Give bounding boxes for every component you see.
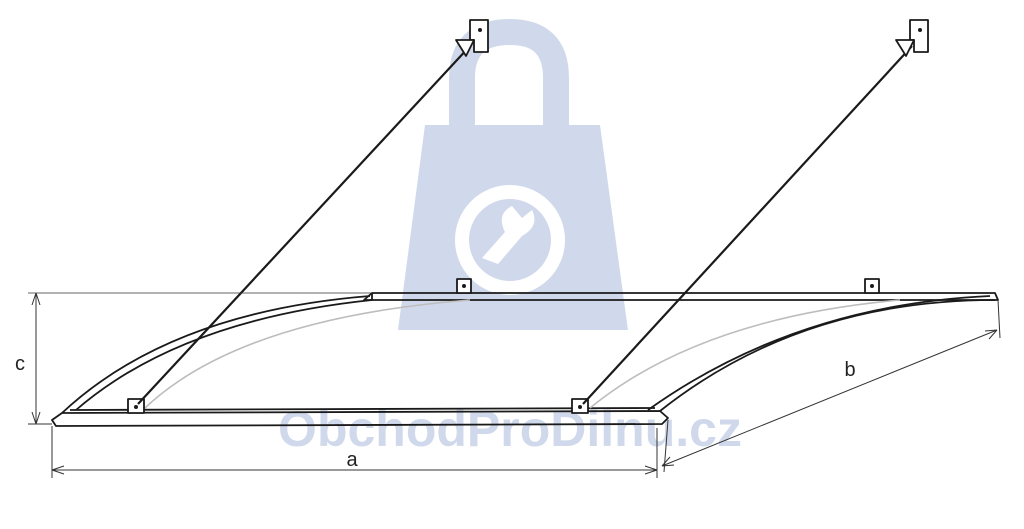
right-arch-outer [659,299,996,412]
wall-bracket-left [455,19,489,57]
right-arch-inner [647,295,991,411]
wall-bracket-right [895,19,929,57]
left-arch-inner [75,299,373,411]
dimension-line-b [661,329,998,467]
canopy [51,19,999,427]
rail-tab-left [456,278,472,294]
tension-rod-right [582,45,913,405]
watermark-text: ObchodProDilnu.cz [278,401,742,457]
glass-right [589,299,901,409]
dimensions [28,292,1001,478]
shopping-bag-wrench-icon [398,18,628,330]
dimension-label-b: b [844,359,855,381]
left-arch-outer [61,295,371,414]
dimension-label-a: a [346,449,358,471]
glass-left [144,299,471,409]
rail-tab-right [864,278,880,294]
watermark: ObchodProDilnu.cz [278,18,742,457]
dimension-label-c: c [15,353,25,375]
tension-rod-left [137,45,471,405]
front-profile-top [69,407,656,411]
